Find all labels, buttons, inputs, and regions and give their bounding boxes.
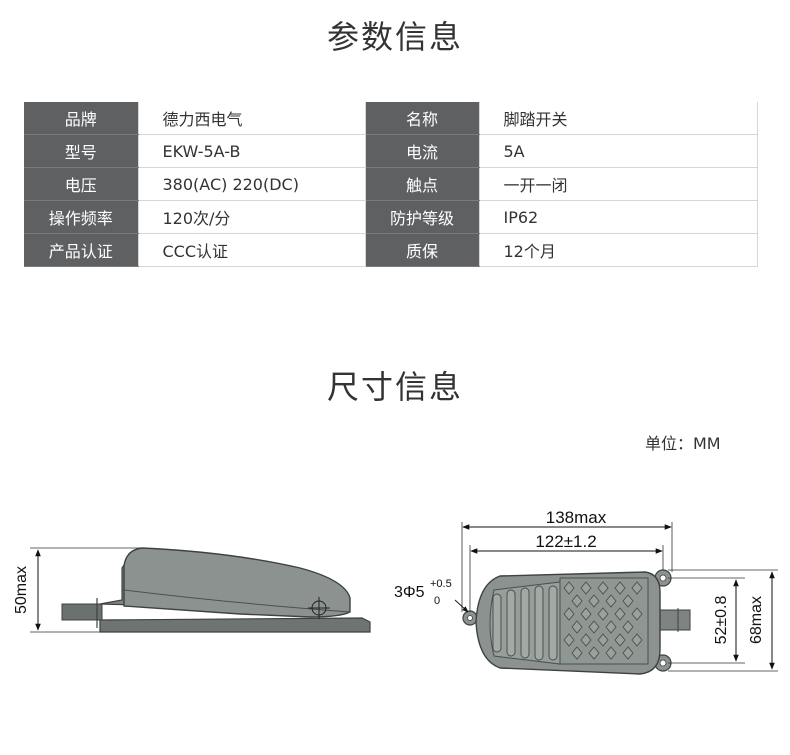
spec-value: IP62	[479, 200, 758, 234]
tread-diamond	[622, 620, 634, 634]
tread-diamond	[571, 620, 583, 634]
tread-diamond	[614, 607, 626, 621]
spec-key: 防护等级	[365, 200, 480, 234]
overall-width-label: 68max	[748, 596, 765, 644]
tread-diamond	[563, 607, 575, 621]
spec-value: 脚踏开关	[479, 102, 758, 135]
tread-diamond	[631, 633, 643, 647]
hole-tolerance-lower: 0	[434, 595, 440, 607]
dims-section-title: 尺寸信息	[326, 368, 463, 406]
tread-diamond	[563, 633, 575, 647]
spec-key: 名称	[365, 102, 480, 135]
spec-key: 质保	[365, 233, 480, 267]
spec-key: 触点	[365, 167, 480, 201]
spec-value: CCC认证	[138, 233, 366, 267]
spec-key: 型号	[24, 134, 139, 168]
hole-spacing-label: 122±1.2	[535, 532, 596, 551]
spec-value: 德力西电气	[138, 102, 366, 135]
tread-diamond	[580, 607, 592, 621]
side-height-label: 50max	[13, 566, 30, 614]
spec-value: EKW-5A-B	[138, 134, 366, 168]
tread-diamond	[605, 594, 617, 608]
tread-diamond	[571, 594, 583, 608]
tread-diamond	[614, 633, 626, 647]
unit-label: 单位：MM	[645, 434, 721, 453]
tread-diamond	[622, 594, 634, 608]
tread-diamond	[631, 607, 643, 621]
hole-tolerance-upper: +0.5	[430, 578, 452, 590]
tread-diamond	[588, 646, 600, 660]
tread-diamond	[588, 620, 600, 634]
spec-key: 产品认证	[24, 233, 139, 267]
spec-value: 380(AC) 220(DC)	[138, 167, 366, 201]
spec-value: 一开一闭	[479, 167, 758, 201]
spec-value: 12个月	[479, 233, 758, 267]
tread-diamond	[605, 620, 617, 634]
hole-size-label: 3Φ5	[394, 584, 425, 601]
tread-diamond	[597, 633, 609, 647]
spec-key: 品牌	[24, 102, 139, 135]
tread-diamond	[605, 646, 617, 660]
tread-diamond	[597, 607, 609, 621]
spec-key: 操作频率	[24, 200, 139, 234]
tread-diamond	[580, 581, 592, 595]
spec-key: 电流	[365, 134, 480, 168]
tread-diamond	[571, 646, 583, 660]
tread-diamond	[588, 594, 600, 608]
tread-diamond	[622, 646, 634, 660]
spec-key: 电压	[24, 167, 139, 201]
spec-row: 品牌德力西电气名称脚踏开关	[24, 102, 758, 135]
spec-value: 120次/分	[138, 200, 366, 234]
hole-pitch-label: 52±0.8	[713, 595, 730, 644]
tread-diamond	[614, 581, 626, 595]
side-view-drawing: 50max	[13, 547, 371, 633]
tread-diamond	[580, 633, 592, 647]
tread-diamond	[631, 581, 643, 595]
tread-diamond	[597, 581, 609, 595]
tread-diamond	[563, 581, 575, 595]
top-view-drawing: 138max 122±1.2 3Φ5 +0.5 0 52±0.8 68max	[394, 508, 778, 675]
overall-length-label: 138max	[546, 508, 607, 527]
params-section-title: 参数信息	[326, 18, 463, 56]
spec-value: 5A	[479, 134, 758, 168]
